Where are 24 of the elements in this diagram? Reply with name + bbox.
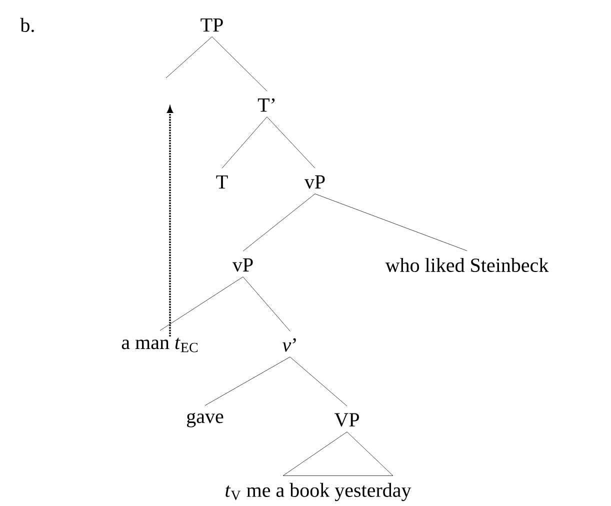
tree-label: t$_{V}$ me a book yesterday [226,482,412,502]
item-letter: b. [20,18,34,32]
tree-label: vP [232,258,253,272]
tree-label: gave [187,412,224,428]
branch-line [290,356,348,406]
branch-line [242,194,316,252]
arrow [167,106,173,337]
tree-label: v’ [282,338,296,352]
tree-label: T [216,175,228,189]
branch-line [204,356,290,406]
branch-line [314,194,468,251]
tree-label: VP [334,413,359,427]
branch-line [160,276,244,331]
tree-label: TP [200,18,223,32]
branch-line [242,276,290,332]
branch-line [212,36,268,92]
branch-line [266,116,316,168]
triangle [282,432,394,476]
tree-label: vP [304,175,325,189]
tree-label: a man t$_{EC}$ [122,338,198,352]
tree-label: who liked Steinbeck [385,258,549,272]
branch-line [166,36,212,78]
branch-line [222,116,268,168]
tree-label: T’ [258,98,275,112]
